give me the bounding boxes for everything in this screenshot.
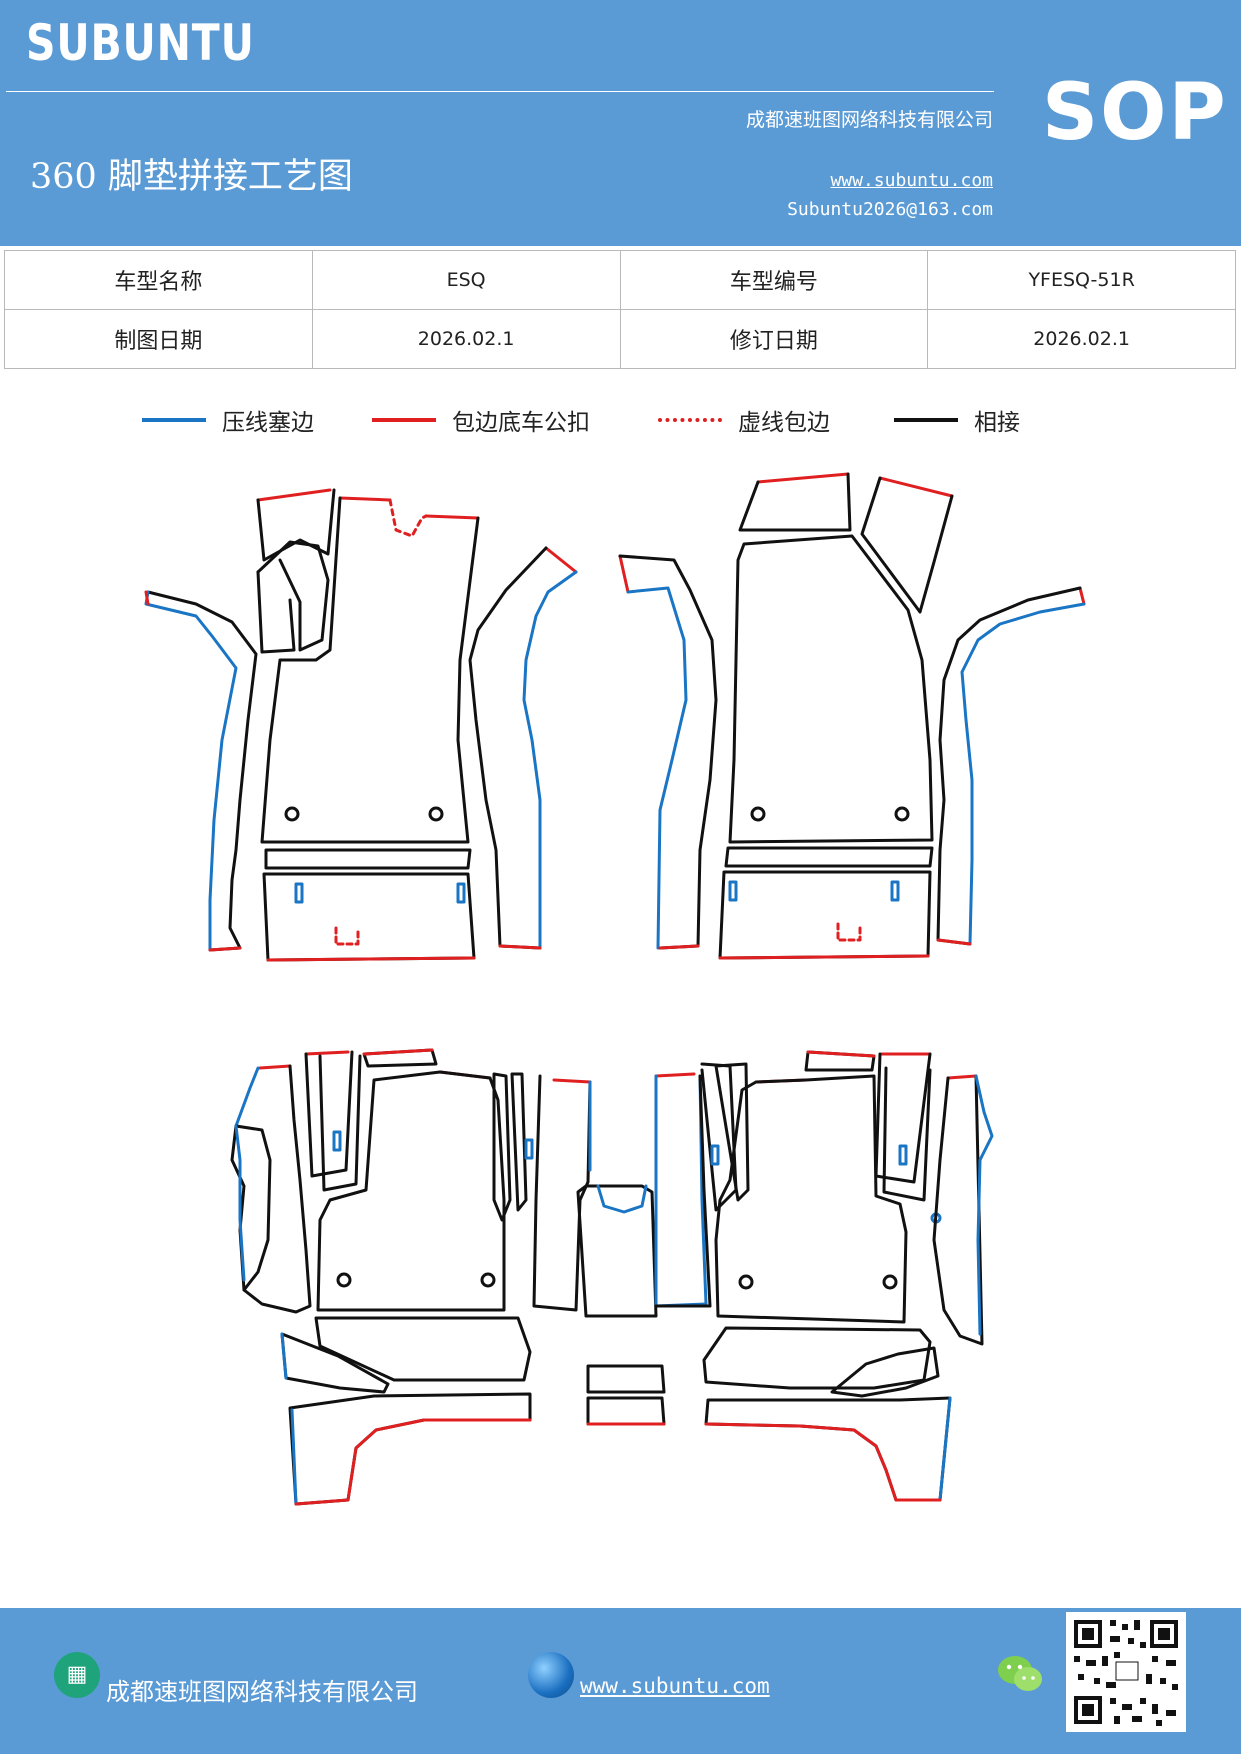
email-address: Subuntu2026@163.com [787,199,993,220]
legend-swatch [658,418,722,422]
legend-label: 包边底车公扣 [452,410,590,436]
table-cell: 车型名称 [4,250,313,310]
floor-mat-diagram [144,472,1086,1506]
table-cell: YFESQ-51R [927,250,1236,310]
legend-item: 包边底车公扣 [372,400,590,440]
rear-left-mat-set [230,1048,592,1506]
footer-banner: ▦ 成都速班图网络科技有限公司 www.subuntu.com [0,1608,1241,1754]
table-cell: 2026.02.1 [927,309,1236,369]
table-row: 车型名称 ESQ 车型编号 YFESQ-51R [4,250,1236,310]
table-row: 制图日期 2026.02.1 修订日期 2026.02.1 [4,309,1236,369]
legend-label: 虚线包边 [738,410,830,436]
sop-badge: SOP [1042,68,1228,158]
legend-swatch [372,418,436,422]
website-link[interactable]: www.subuntu.com [830,170,993,191]
table-cell: 车型编号 [619,250,929,310]
vehicle-info-table: 车型名称 ESQ 车型编号 YFESQ-51R 制图日期 2026.02.1 修… [4,250,1236,369]
table-cell: ESQ [311,250,621,310]
header-divider [6,91,994,92]
header-banner: SUBUNTU 成都速班图网络科技有限公司 360 脚垫拼接工艺图 www.su… [0,0,1241,246]
legend-label: 压线塞边 [222,410,314,436]
front-left-mat-set [144,488,578,962]
table-cell: 2026.02.1 [311,309,621,369]
wechat-icon [998,1656,1042,1691]
center-tunnel-pieces [576,1184,666,1426]
building-icon: ▦ [54,1652,100,1698]
document-title: 360 脚垫拼接工艺图 [30,157,353,197]
qr-code[interactable] [1066,1612,1186,1732]
legend-item: 虚线包边 [658,400,830,440]
company-name: 成都速班图网络科技有限公司 [745,109,993,131]
rear-right-mat-set [654,1050,994,1502]
legend-item: 压线塞边 [142,400,314,440]
globe-icon [528,1652,574,1698]
line-legend: 压线塞边 包边底车公扣 虚线包边 相接 [0,400,1241,440]
legend-item: 相接 [894,400,1020,440]
brand-logo: SUBUNTU [26,14,255,72]
table-cell: 制图日期 [4,309,313,369]
legend-label: 相接 [974,410,1020,436]
footer-website-link[interactable]: www.subuntu.com [580,1674,770,1698]
footer-company-name: 成都速班图网络科技有限公司 [106,1678,418,1706]
table-cell: 修订日期 [619,309,929,369]
legend-swatch [894,418,958,422]
front-right-mat-set [618,472,1086,960]
legend-swatch [142,418,206,422]
